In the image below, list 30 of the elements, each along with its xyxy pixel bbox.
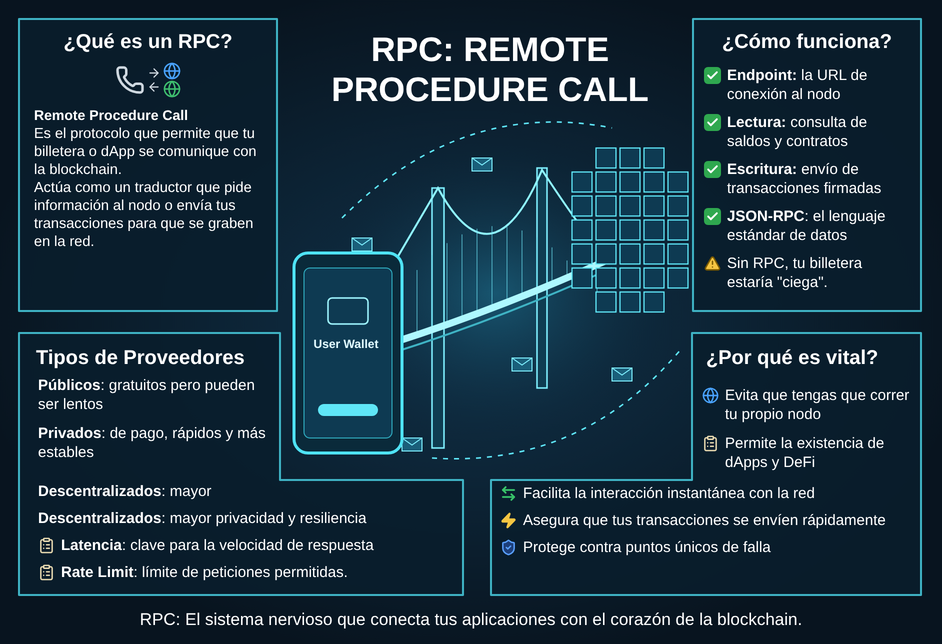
subtitle-text: Remote Procedure Call — [34, 106, 190, 125]
bullet-text: Descentralizados: mayor — [38, 482, 212, 501]
bullet-text: Descentralizados: mayor privacidad y resiliencia — [38, 509, 366, 528]
bullet-text: Evita que tengas que correr tu propio nodo — [725, 386, 910, 424]
bullet-text: Endpoint: la URL de conexión al nodo — [727, 66, 868, 104]
panel-heading: ¿Por qué es vital? — [706, 346, 878, 370]
paragraph-text: Es el protocolo que permite que tu billetera o dApp se comunique con la blockchain. — [34, 125, 258, 179]
bullet-text: Latencia: clave para la velocidad de respuesta — [61, 536, 374, 555]
bullet-text: Lectura: consulta de saldos y contratos — [727, 113, 868, 151]
panel-heading: ¿Cómo funciona? — [722, 30, 892, 54]
bullet-text: Permite la existencia de dApps y DeFi — [725, 434, 886, 472]
bullet-text: Privados: de pago, rápidos y más estables — [38, 424, 267, 462]
title: RPC: REMOTE PROCEDURE CALL — [330, 30, 650, 110]
info-panel — [490, 332, 922, 596]
info-panel — [18, 332, 464, 596]
bullet-text: JSON-RPC: el lenguaje estándar de datos — [727, 207, 886, 245]
panel-heading: Tipos de Proveedores — [36, 346, 245, 370]
bullet-text: Asegura que tus transacciones se envíen rápidamente — [523, 511, 886, 530]
bullet-text: Escritura: envío de transacciones firmadas — [727, 160, 882, 198]
phone-screen-label: User Wallet — [312, 336, 380, 353]
bullet-text: Sin RPC, tu billetera estaría "ciega". — [727, 254, 864, 292]
info-panel — [692, 18, 922, 312]
bullet-text: Públicos: gratuitos pero pueden ser lentos — [38, 376, 256, 414]
bullet-text: Rate Limit: límite de peticiones permitidas. — [61, 563, 348, 582]
bullet-text: Facilita la interacción instantánea con la red — [523, 484, 815, 503]
panel-heading: ¿Qué es un RPC? — [64, 30, 232, 54]
bullet-text: Protege contra puntos únicos de falla — [523, 538, 771, 557]
info-panel — [18, 18, 278, 312]
paragraph-text: Actúa como un traductor que pide información al nodo o envía tus transacciones para que se graben en la red. — [34, 179, 254, 251]
caption: RPC: El sistema nervioso que conecta tus aplicaciones con el corazón de la blockchain. — [138, 609, 804, 631]
